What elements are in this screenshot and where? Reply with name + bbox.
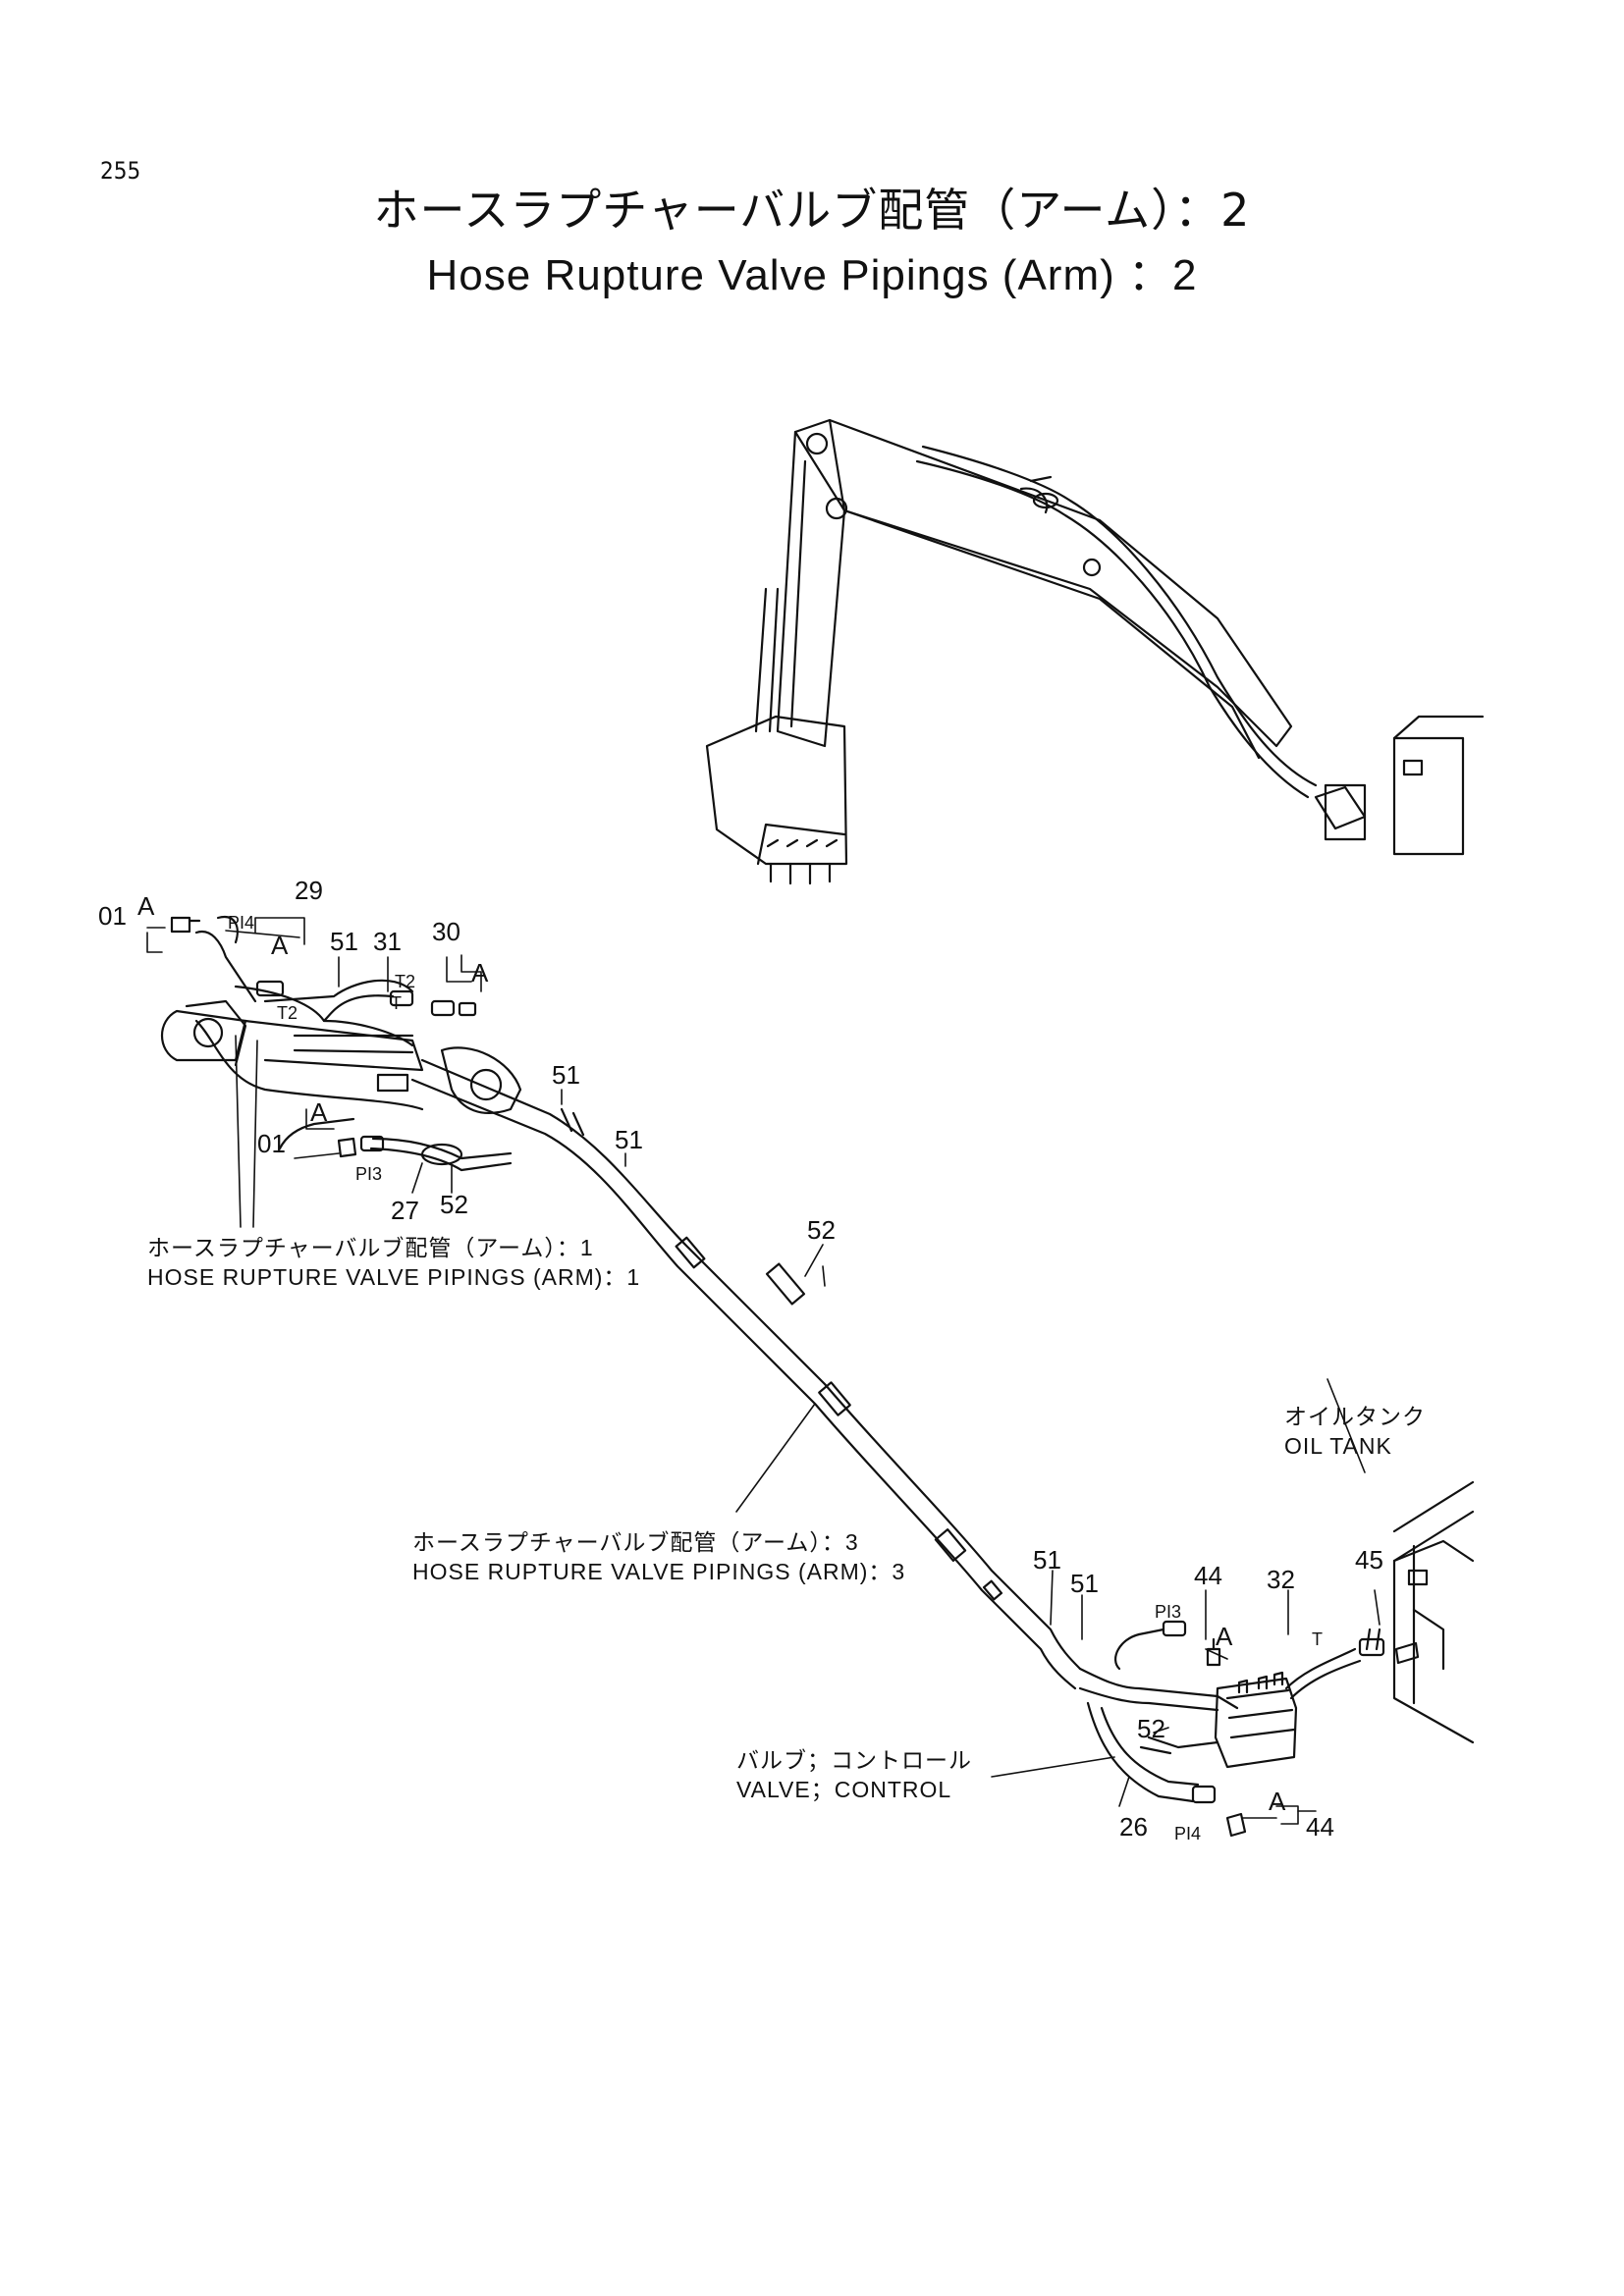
detail-mark-a-2: A <box>271 931 289 960</box>
callout-51-mid2: 51 <box>615 1125 643 1154</box>
callout-51-lower2: 51 <box>1070 1569 1099 1598</box>
callout-52-mid: 52 <box>807 1215 836 1245</box>
detail-mark-a-1: A <box>137 891 155 921</box>
detail-marks: A A A A A A <box>137 891 1286 1816</box>
detail-mark-a-3: A <box>471 958 489 988</box>
callout-51-lower1: 51 <box>1033 1545 1061 1575</box>
callout-numbers: 01 29 51 31 30 51 51 01 27 52 52 51 51 4… <box>98 876 1383 1842</box>
callout-26: 26 <box>1119 1812 1148 1842</box>
callout-52-lower: 52 <box>1137 1714 1165 1743</box>
callout-29: 29 <box>295 876 323 905</box>
port-label-pi4-lower: PI4 <box>1174 1824 1201 1843</box>
reference-control-valve: バルブ；コントロール VALVE；CONTROL <box>736 1745 972 1804</box>
port-label-pi3-right: PI3 <box>1155 1602 1181 1622</box>
callout-44-upper: 44 <box>1194 1561 1222 1590</box>
port-labels: PI4 T2 T2 T PI3 PI3 T PI4 <box>228 913 1323 1843</box>
page-title-japanese: ホースラプチャーバルブ配管（アーム）：2 <box>373 184 1251 237</box>
page-number: 255 <box>100 157 141 185</box>
reference-arm-3-english: HOSE RUPTURE VALVE PIPINGS (ARM)：3 <box>412 1559 906 1584</box>
callout-52-left: 52 <box>440 1190 468 1219</box>
callout-27: 27 <box>391 1196 419 1225</box>
callout-30: 30 <box>432 917 460 946</box>
reference-arm-3: ホースラプチャーバルブ配管（アーム）：3 HOSE RUPTURE VALVE … <box>412 1527 905 1586</box>
control-valve-english: VALVE；CONTROL <box>736 1777 952 1802</box>
port-label-t2-left: T2 <box>277 1003 298 1023</box>
callout-51-mid1: 51 <box>552 1060 580 1090</box>
port-label-t-upper: T <box>391 993 402 1013</box>
callout-45: 45 <box>1355 1545 1383 1575</box>
control-valve-japanese: バルブ；コントロール <box>736 1747 972 1773</box>
callout-32: 32 <box>1267 1565 1295 1594</box>
port-label-pi3-left: PI3 <box>355 1164 382 1184</box>
reference-arm-1-english: HOSE RUPTURE VALVE PIPINGS (ARM)：1 <box>147 1264 641 1290</box>
port-label-pi4-upper: PI4 <box>228 913 254 933</box>
detail-mark-a-4: A <box>310 1097 328 1127</box>
reference-oil-tank: オイルタンク OIL TANK <box>1284 1402 1426 1461</box>
callout-44-lower: 44 <box>1306 1812 1334 1842</box>
callout-51-upper: 51 <box>330 927 358 956</box>
callout-01-upper: 01 <box>98 901 127 931</box>
reference-arm-1: ホースラプチャーバルブ配管（アーム）：1 HOSE RUPTURE VALVE … <box>147 1233 640 1292</box>
reference-arm-1-japanese: ホースラプチャーバルブ配管（アーム）：1 <box>147 1235 594 1260</box>
leader-lines <box>146 917 1380 1825</box>
page-title-english: Hose Rupture Valve Pipings (Arm) ：2 <box>426 251 1198 299</box>
excavator-arm-illustration <box>705 418 1485 885</box>
callout-01-lower: 01 <box>257 1129 286 1158</box>
detail-mark-a-6: A <box>1269 1787 1286 1816</box>
callout-31: 31 <box>373 927 402 956</box>
oil-tank-english: OIL TANK <box>1284 1433 1392 1459</box>
port-label-t2-right: T2 <box>395 972 415 991</box>
oil-tank-japanese: オイルタンク <box>1284 1404 1426 1429</box>
hose-piping-illustration <box>161 915 1475 1838</box>
port-label-t-lower: T <box>1312 1629 1323 1649</box>
detail-mark-a-5: A <box>1216 1622 1233 1651</box>
reference-arm-3-japanese: ホースラプチャーバルブ配管（アーム）：3 <box>412 1529 859 1555</box>
